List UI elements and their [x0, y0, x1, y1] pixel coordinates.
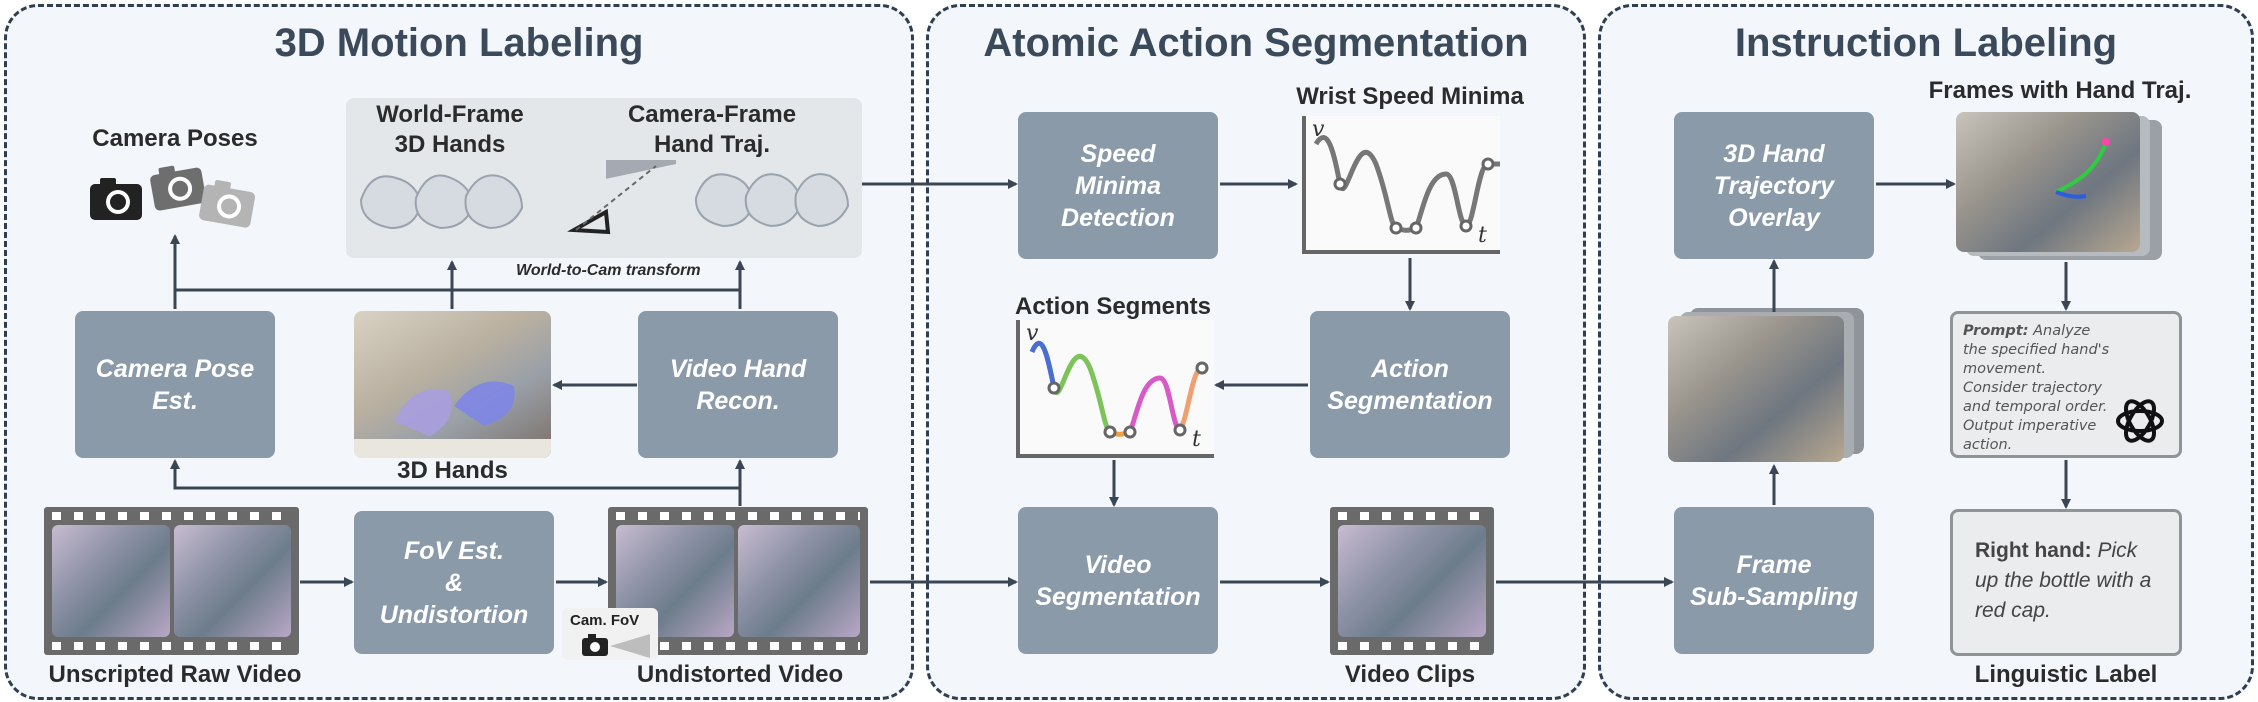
raw-video-filmstrip — [44, 507, 299, 655]
camera-frustum-icon — [567, 160, 676, 235]
panel-title: Atomic Action Segmentation — [983, 21, 1529, 65]
hand-meshes — [359, 160, 850, 235]
undistorted-video-label: Undistorted Video — [636, 661, 844, 688]
frame-sub-sampling-box: Frame Sub-Sampling — [1674, 507, 1874, 654]
action-segments-chart: v t — [1016, 320, 1214, 458]
camera-frame-hand-traj-label: Camera-Frame Hand Traj. — [627, 101, 797, 158]
unscripted-raw-video-label: Unscripted Raw Video — [48, 661, 302, 688]
answer-text: Right hand: Pick up the bottle with a re… — [1975, 536, 2157, 626]
camera-pose-est-box: Camera Pose Est. — [75, 311, 275, 458]
frames-with-hand-traj-label: Frames with Hand Traj. — [1928, 77, 2192, 104]
prompt-text: Prompt: Analyze the specified hand's mov… — [1963, 322, 2113, 455]
camera-icon — [582, 634, 650, 658]
3d-hands-image — [354, 311, 551, 458]
video-clips-filmstrip — [1330, 507, 1494, 655]
answer-title: Right hand: — [1975, 539, 2092, 562]
axis-t-label: t — [1192, 427, 1201, 452]
3d-hands-label: 3D Hands — [397, 457, 508, 484]
sub-sampled-frames-image — [1668, 316, 1844, 462]
openai-logo-icon — [2116, 399, 2164, 443]
video-frame — [1338, 525, 1486, 637]
world-to-cam-transform-note: World-to-Cam transform — [510, 262, 707, 280]
3d-hand-trajectory-overlay-box: 3D Hand Trajectory Overlay — [1674, 112, 1874, 259]
wrist-speed-minima-label: Wrist Speed Minima — [1296, 83, 1524, 110]
action-segmentation-box: Action Segmentation — [1310, 311, 1510, 458]
prompt-title: Prompt: — [1963, 323, 2029, 339]
cam-fov-label: Cam. FoV — [570, 612, 640, 629]
fov-est-undistortion-box: FoV Est. & Undistortion — [354, 511, 554, 654]
video-segmentation-box: Video Segmentation — [1018, 507, 1218, 654]
wrist-speed-chart: v t — [1302, 116, 1500, 254]
camera-icons — [90, 165, 256, 228]
axis-v-label: v — [1312, 117, 1325, 142]
camera-icon — [150, 165, 207, 211]
linguistic-label-caption: Linguistic Label — [1974, 661, 2158, 688]
axis-t-label: t — [1478, 223, 1487, 248]
frame-with-trajectory-image — [1956, 112, 2140, 252]
linguistic-answer-box: Right hand: Pick up the bottle with a re… — [1950, 509, 2182, 656]
camera-icon — [90, 178, 142, 220]
video-hand-recon-box: Video Hand Recon. — [638, 311, 838, 458]
axis-v-label: v — [1026, 321, 1039, 346]
world-frame-3d-hands-label: World-Frame 3D Hands — [376, 101, 524, 158]
speed-minima-detection-box: Speed Minima Detection — [1018, 112, 1218, 259]
undistorted-video-filmstrip — [608, 507, 868, 655]
action-segments-label: Action Segments — [1014, 293, 1212, 320]
cam-fov-badge: Cam. FoV — [562, 608, 658, 660]
camera-icon — [199, 180, 256, 228]
panel-title: Instruction Labeling — [1734, 21, 2118, 65]
video-clips-label: Video Clips — [1344, 661, 1476, 688]
prompt-body: Analyze the specified hand's movement. C… — [1963, 323, 2110, 453]
panel-title: 3D Motion Labeling — [274, 21, 644, 65]
video-frame — [52, 525, 170, 637]
camera-poses-label: Camera Poses — [92, 125, 258, 152]
answer-body: Pick up the bottle with a red cap. — [1975, 539, 2152, 622]
prompt-box: Prompt: Analyze the specified hand's mov… — [1950, 311, 2182, 458]
video-frame — [174, 525, 291, 637]
video-frame — [738, 525, 860, 637]
